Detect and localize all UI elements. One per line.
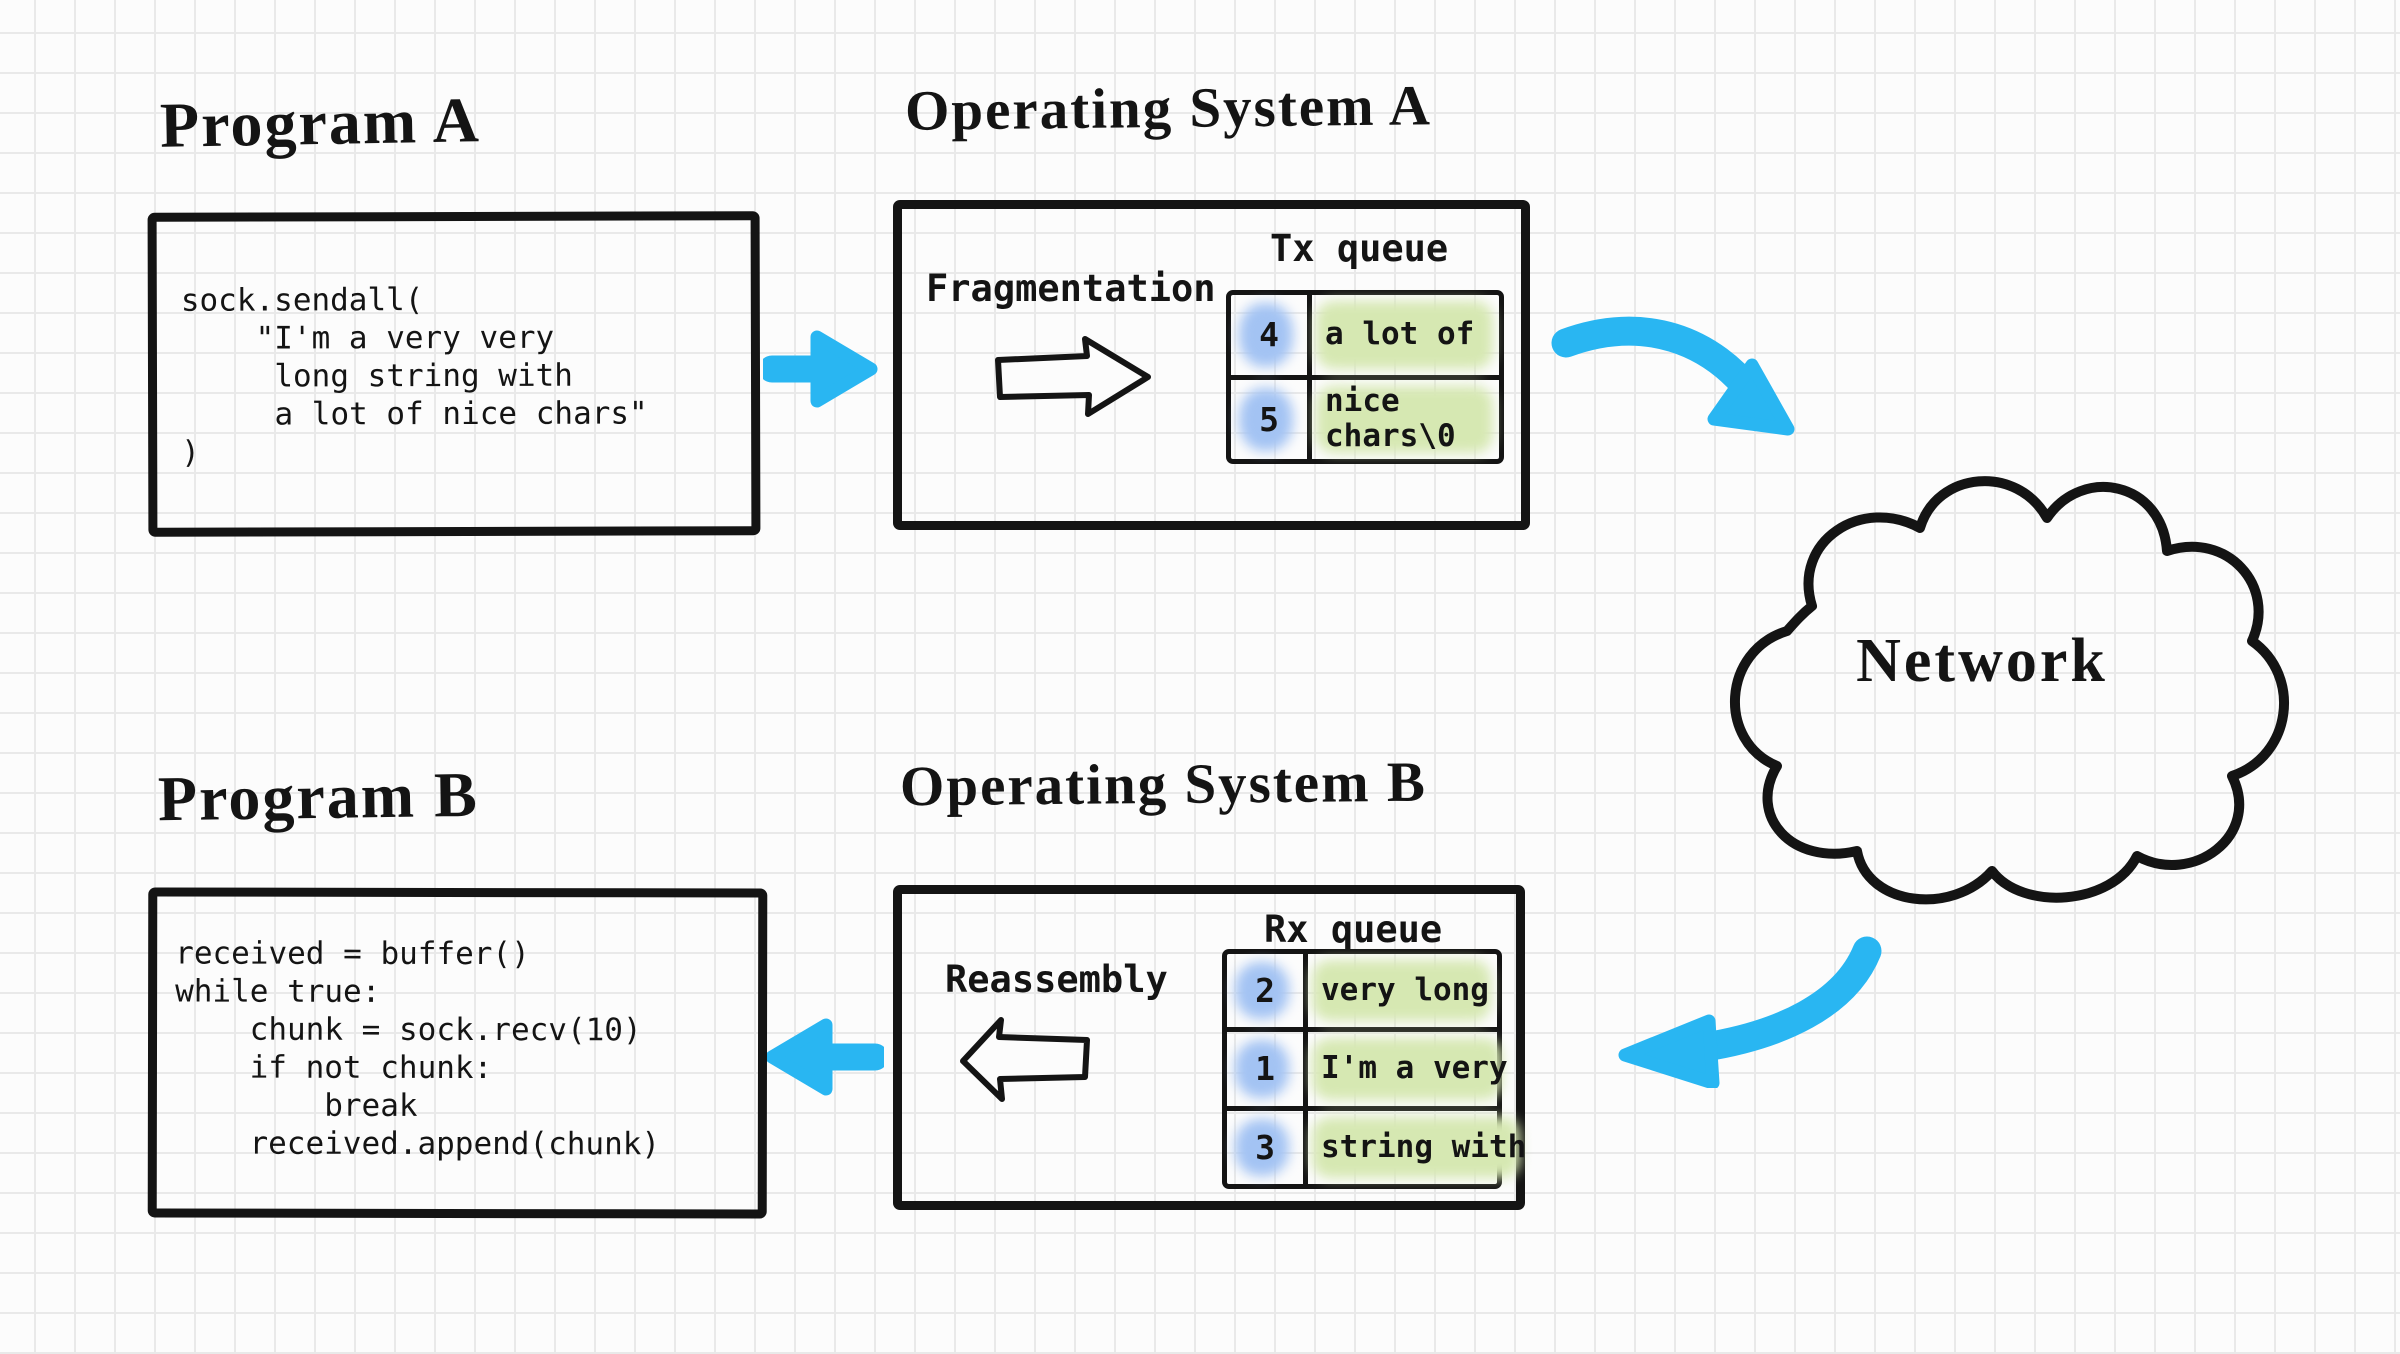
data-highlight: [1316, 385, 1493, 453]
tx-seq-value: 5: [1259, 399, 1279, 439]
os-a-box: Tx queue Fragmentation 4 a lot of: [893, 200, 1530, 530]
seq-highlight: [1235, 962, 1289, 1020]
seq-highlight: [1235, 1118, 1289, 1176]
rx-queue-row: 3 string with: [1227, 1105, 1526, 1184]
program-a-title: Program A: [159, 84, 482, 161]
tx-queue-table: 4 a lot of 5 nice chars\0: [1226, 290, 1504, 464]
rx-data-cell: very long: [1308, 954, 1497, 1027]
rx-data-cell: string with: [1308, 1111, 1526, 1184]
rx-seq-value: 3: [1255, 1127, 1275, 1167]
arrow-os-a-to-network-icon: [1550, 303, 1800, 447]
rx-queue-row: 2 very long: [1227, 954, 1497, 1028]
data-highlight: [1312, 1038, 1502, 1100]
seq-highlight: [1239, 303, 1293, 367]
tx-queue-label: Tx queue: [1270, 227, 1449, 270]
rx-seq-value: 2: [1255, 971, 1275, 1011]
fragmentation-arrow-icon: [990, 333, 1158, 423]
tx-data-value: a lot of: [1325, 315, 1475, 352]
arrow-os-b-to-program-b-icon: [760, 1016, 889, 1102]
tx-queue-row: 4 a lot of: [1231, 295, 1499, 375]
rx-data-value: I'm a very: [1321, 1050, 1508, 1087]
os-a-title: Operating System A: [904, 74, 1433, 143]
network-label: Network: [1856, 627, 2108, 695]
tx-data-value: nice chars\0: [1325, 382, 1456, 455]
rx-seq-cell: 2: [1227, 954, 1308, 1028]
rx-seq-value: 1: [1255, 1049, 1275, 1089]
rx-data-cell: I'm a very: [1308, 1032, 1508, 1105]
network-cloud: Network: [1662, 436, 2302, 916]
os-b-box: Rx queue Reassembly 2 very long: [893, 885, 1526, 1210]
fragmentation-label: Fragmentation: [926, 267, 1216, 310]
reassembly-label: Reassembly: [945, 958, 1168, 1001]
tx-data-cell: nice chars\0: [1312, 380, 1499, 460]
rx-queue-table: 2 very long 1 I'm a very: [1222, 949, 1526, 1189]
rx-seq-cell: 3: [1227, 1110, 1308, 1184]
rx-seq-cell: 1: [1227, 1032, 1308, 1106]
program-b-title: Program B: [157, 758, 480, 835]
data-highlight: [1316, 301, 1493, 369]
tx-queue-row: 5 nice chars\0: [1231, 374, 1499, 460]
reassembly-arrow-icon: [955, 1015, 1095, 1107]
program-a-box: sock.sendall( "I'm a very very long stri…: [147, 211, 761, 537]
tx-seq-value: 4: [1259, 315, 1279, 355]
seq-highlight: [1235, 1040, 1289, 1098]
program-b-box: received = buffer() while true: chunk = …: [147, 887, 768, 1219]
os-b-title: Operating System B: [899, 750, 1428, 819]
data-highlight: [1312, 960, 1491, 1022]
tx-seq-cell: 4: [1231, 295, 1312, 375]
rx-data-value: string with: [1321, 1128, 1527, 1165]
rx-data-value: very long: [1321, 971, 1489, 1008]
rx-queue-row: 1 I'm a very: [1227, 1027, 1508, 1106]
tx-data-cell: a lot of: [1312, 295, 1499, 375]
tx-seq-cell: 5: [1231, 379, 1312, 459]
seq-highlight: [1239, 387, 1293, 451]
program-a-code: sock.sendall( "I'm a very very long stri…: [180, 282, 648, 471]
arrow-network-to-os-b-icon: [1605, 933, 1885, 1092]
data-highlight: [1312, 1116, 1521, 1178]
arrow-program-a-to-os-a-icon: [758, 328, 881, 414]
program-b-code: received = buffer() while true: chunk = …: [174, 935, 661, 1163]
rx-queue-label: Rx queue: [1264, 908, 1443, 951]
